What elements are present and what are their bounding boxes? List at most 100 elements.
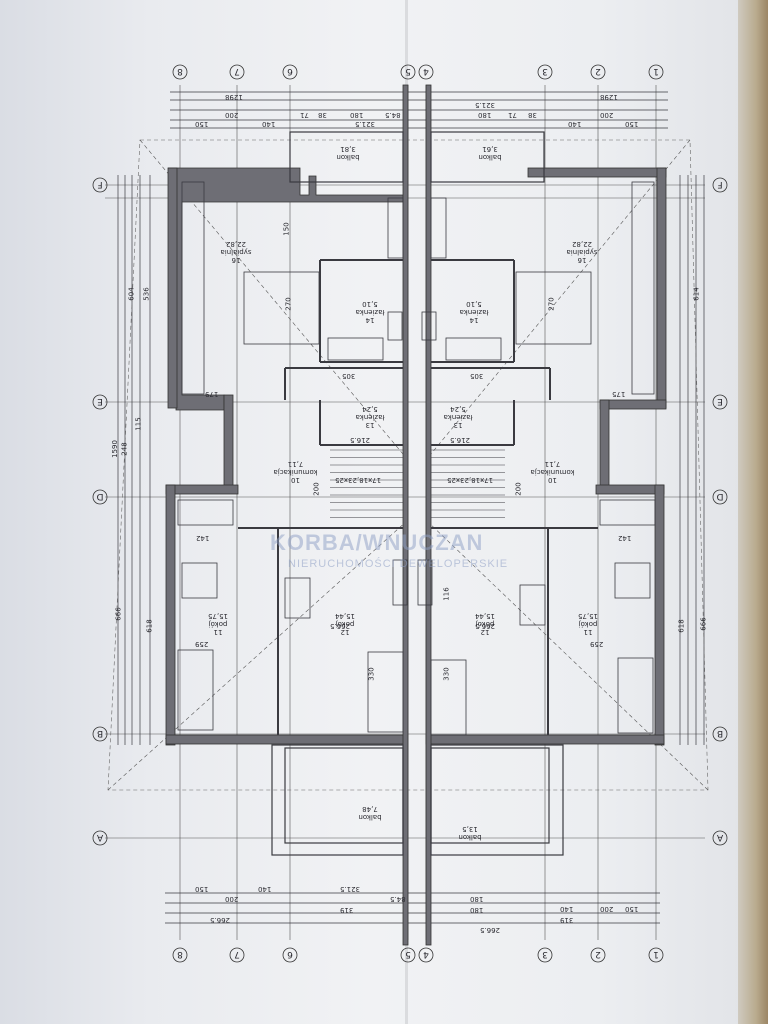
axis-marker-bottom-label: 7 xyxy=(234,949,240,959)
axis-marker-left-label: A xyxy=(96,832,103,842)
dim-text: 200 xyxy=(225,895,239,903)
dim-text: 618 xyxy=(677,619,686,633)
dim-text: 179 xyxy=(205,390,219,398)
axis-marker-bottom-label: 6 xyxy=(287,949,293,959)
axis-marker-top-label: 3 xyxy=(542,66,548,76)
axis-marker-left-label: D xyxy=(96,491,103,501)
dim-text: 321.5 xyxy=(475,101,496,109)
dim-text: 216.5 xyxy=(350,436,371,444)
axis-marker-top-label: 2 xyxy=(595,66,601,76)
dim-text: 142 xyxy=(196,534,210,542)
dim-text: 150 xyxy=(282,222,291,236)
dim-text: 38 xyxy=(528,111,537,119)
dim-text: 1298 xyxy=(600,93,618,101)
axis-marker-left-label: E xyxy=(97,396,103,406)
dim-text: 259 xyxy=(590,640,604,648)
axis-marker-top xyxy=(648,64,664,80)
axis-marker-bottom-label: 8 xyxy=(177,949,183,959)
axis-marker-top-label: 8 xyxy=(177,66,183,76)
dim-text: 266.5 xyxy=(330,622,351,630)
axis-marker-top-label: 1 xyxy=(653,66,659,76)
dim-text: 266.5 xyxy=(475,622,496,630)
dim-text: 140 xyxy=(258,885,272,893)
axis-marker-left xyxy=(92,830,108,846)
axis-marker-top xyxy=(590,64,606,80)
axis-marker-bottom xyxy=(590,947,606,963)
dim-text: 604 xyxy=(127,287,136,301)
axis-marker-right-label: B xyxy=(717,728,723,738)
axis-marker-bottom xyxy=(172,947,188,963)
dim-text: 140 xyxy=(560,905,574,913)
axis-marker-right xyxy=(712,177,728,193)
axis-marker-right-label: D xyxy=(716,491,723,501)
axis-marker-bottom-label: 3 xyxy=(542,949,548,959)
axis-marker-bottom xyxy=(229,947,245,963)
axis-marker-bottom xyxy=(537,947,553,963)
watermark-subtitle: NIERUCHOMOŚCI DEWELOPERSKIE xyxy=(288,558,509,570)
dim-text: 150 xyxy=(625,120,639,128)
axis-marker-left-label: F xyxy=(97,179,102,189)
dim-text: 150 xyxy=(195,885,209,893)
dim-text: 618 xyxy=(145,619,154,633)
dim-text: 305 xyxy=(470,372,484,380)
dim-text: 270 xyxy=(547,297,556,311)
dim-text: 142 xyxy=(618,534,632,542)
axis-marker-right-label: E xyxy=(717,396,723,406)
furniture xyxy=(177,181,656,736)
axis-marker-bottom-label: 4 xyxy=(423,949,429,959)
dim-text: 319 xyxy=(340,906,354,914)
axis-marker-left xyxy=(92,394,108,410)
dim-text: 200 xyxy=(600,111,614,119)
dim-text: 305 xyxy=(342,372,356,380)
dim-text: 38 xyxy=(318,111,327,119)
axis-marker-top xyxy=(537,64,553,80)
stair-text: 17x18,23x25 xyxy=(447,476,494,484)
axis-marker-right-label: F xyxy=(717,179,722,189)
dim-text: 1590 xyxy=(110,440,119,458)
dim-text: 150 xyxy=(195,120,209,128)
dim-text: 84.5 xyxy=(390,895,406,903)
dim-text: 71 xyxy=(508,111,517,119)
dim-text: 116 xyxy=(442,587,451,601)
axis-marker-bottom-label: 5 xyxy=(405,949,411,959)
dim-text: 321.5 xyxy=(340,885,361,893)
dim-text: 216.5 xyxy=(450,436,471,444)
dim-text: 330 xyxy=(442,667,451,681)
dim-text: 150 xyxy=(625,905,639,913)
axis-marker-bottom xyxy=(282,947,298,963)
stairs xyxy=(330,449,505,518)
axis-marker-right xyxy=(712,394,728,410)
axis-marker-left xyxy=(92,177,108,193)
axis-marker-top-label: 5 xyxy=(405,66,411,76)
dim-text: 259 xyxy=(195,640,209,648)
axis-marker-bottom xyxy=(418,947,434,963)
dim-text: 200 xyxy=(600,905,614,913)
axis-marker-bottom xyxy=(648,947,664,963)
dim-text: 180 xyxy=(478,111,492,119)
dim-text: 140 xyxy=(262,120,276,128)
axis-marker-left xyxy=(92,489,108,505)
axis-marker-top-label: 7 xyxy=(234,66,240,76)
dim-text: 330 xyxy=(367,667,376,681)
dim-text: 84.5 xyxy=(385,111,401,119)
dim-text: 266.5 xyxy=(210,916,231,924)
table-edge xyxy=(738,0,768,1024)
dim-text: 180 xyxy=(350,111,364,119)
interior-walls xyxy=(238,259,598,735)
dim-text: 270 xyxy=(284,297,293,311)
bottom-dimension-lines xyxy=(165,892,660,924)
axis-marker-right xyxy=(712,830,728,846)
